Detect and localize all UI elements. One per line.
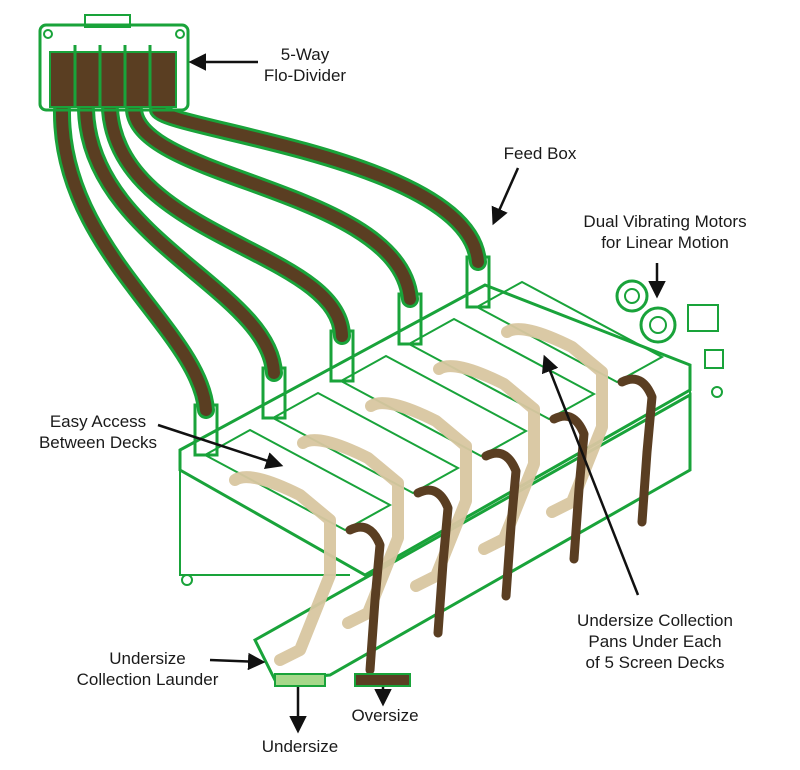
label-easy-access-line2: Between Decks bbox=[38, 433, 158, 452]
screen-deck bbox=[338, 354, 529, 458]
vibrating-motor-icon bbox=[615, 279, 724, 369]
label-flo-divider: 5-Way Flo-Divider bbox=[250, 44, 360, 86]
callout-arrows bbox=[157, 53, 666, 734]
arrow-feed-box bbox=[491, 167, 520, 226]
arrow-collection-pans bbox=[541, 354, 640, 596]
undersize-pan bbox=[229, 471, 336, 666]
label-feed-box-line1: Feed Box bbox=[503, 144, 577, 163]
screen-deck bbox=[270, 391, 461, 495]
label-oversize: Oversize bbox=[340, 705, 430, 726]
oversize-outlet bbox=[354, 673, 411, 687]
label-dual-motors-line1: Dual Vibrating Motors bbox=[583, 212, 747, 231]
feed-hoses bbox=[52, 101, 487, 419]
undersize-pan bbox=[297, 434, 404, 629]
oversize-chute bbox=[413, 485, 453, 638]
label-feed-box: Feed Box bbox=[490, 143, 590, 164]
label-collection-launder: Undersize Collection Launder bbox=[70, 648, 225, 690]
frame-bottom-rail bbox=[179, 470, 350, 576]
label-collection-pans: Undersize Collection Pans Under Each of … bbox=[550, 610, 760, 673]
label-flo-divider-line1: 5-Way bbox=[280, 45, 330, 64]
label-collection-launder-line1: Undersize bbox=[109, 649, 186, 668]
oversize-chute bbox=[617, 374, 657, 527]
label-undersize-line1: Undersize bbox=[261, 737, 339, 756]
feed-hose bbox=[104, 104, 348, 342]
oversize-chute bbox=[549, 411, 589, 564]
label-collection-launder-line2: Collection Launder bbox=[76, 670, 219, 689]
undersize-pan bbox=[365, 397, 472, 592]
label-oversize-line1: Oversize bbox=[351, 706, 419, 725]
feed-hose bbox=[80, 104, 280, 379]
screen-deck bbox=[202, 428, 393, 532]
label-dual-motors-line2: for Linear Motion bbox=[601, 233, 729, 252]
undersize-pan bbox=[433, 360, 540, 555]
label-easy-access: Easy Access Between Decks bbox=[28, 411, 168, 453]
oversize-chute bbox=[345, 522, 385, 675]
undersize-pan bbox=[501, 323, 608, 518]
screen-deck bbox=[406, 317, 597, 421]
undersize-outlet bbox=[274, 673, 326, 687]
undersize-pans bbox=[229, 323, 608, 666]
label-easy-access-line1: Easy Access bbox=[49, 412, 147, 431]
label-undersize: Undersize bbox=[250, 736, 350, 757]
label-dual-motors: Dual Vibrating Motors for Linear Motion bbox=[570, 211, 760, 253]
label-flo-divider-line2: Flo-Divider bbox=[263, 66, 347, 85]
feed-hose bbox=[152, 104, 484, 268]
label-collection-pans-line2: Pans Under Each bbox=[588, 632, 722, 651]
screen-deck bbox=[474, 280, 665, 384]
arrow-easy-access bbox=[157, 423, 284, 469]
arrow-launder bbox=[209, 652, 266, 671]
flo-divider-box-icon bbox=[38, 14, 190, 112]
feed-hose-outline bbox=[149, 101, 487, 271]
oversize-chutes bbox=[345, 374, 657, 675]
feed-hose bbox=[55, 104, 212, 416]
feed-hose bbox=[128, 104, 416, 305]
label-collection-pans-line1: Undersize Collection bbox=[577, 611, 733, 630]
screen-machine bbox=[178, 255, 724, 687]
oversize-chute bbox=[481, 448, 521, 601]
label-collection-pans-line3: of 5 Screen Decks bbox=[585, 653, 725, 672]
